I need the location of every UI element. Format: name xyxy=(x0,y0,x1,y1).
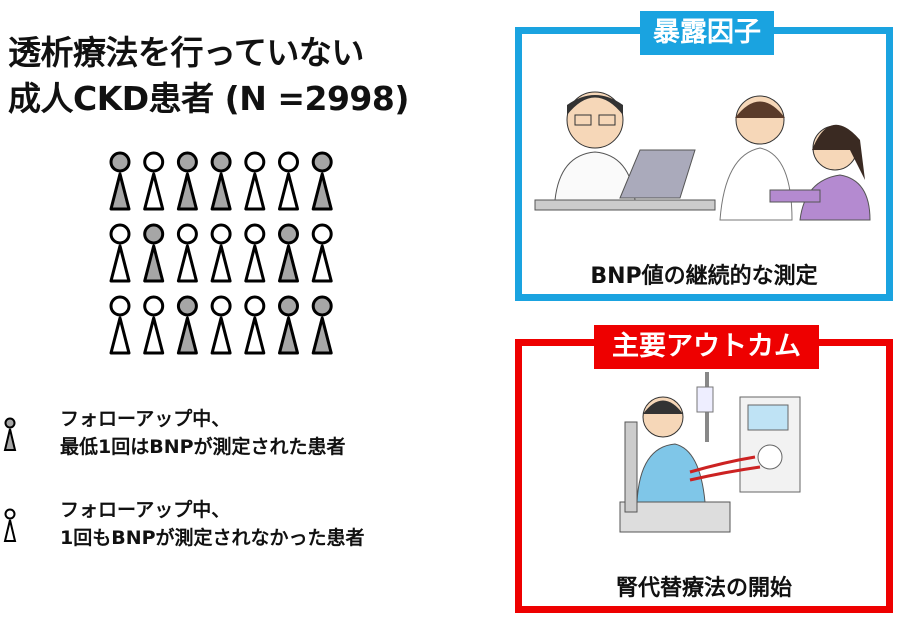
measured-patient-figure xyxy=(109,151,131,211)
outcome-caption: 腎代替療法の開始 xyxy=(615,576,792,601)
measured-patient-figure xyxy=(278,295,299,355)
page-title: 透析療法を行っていない 成人CKD患者 (N =2998) xyxy=(8,30,409,122)
measured-patient-figure xyxy=(311,295,333,355)
measured-patient-figure xyxy=(311,151,333,211)
unmeasured-patient-icon xyxy=(3,508,17,542)
unmeasured-patient-figure xyxy=(244,295,266,355)
title-line-1: 透析療法を行っていない xyxy=(8,33,364,72)
measured-patient-figure xyxy=(143,223,165,283)
measured-patient-figure xyxy=(278,223,299,283)
unmeasured-patient-figure xyxy=(210,295,232,355)
unmeasured-patient-figure xyxy=(311,223,333,283)
legend-measured: フォローアップ中、 最低1回はBNPが測定された患者 xyxy=(60,405,346,461)
unmeasured-patient-figure xyxy=(244,151,266,211)
measured-patient-icon xyxy=(3,417,17,451)
legend-measured-line1: フォローアップ中、 xyxy=(60,408,231,430)
legend-unmeasured-line1: フォローアップ中、 xyxy=(60,499,231,521)
unmeasured-patient-figure xyxy=(109,295,131,355)
legend-unmeasured-line2: 1回もBNPが測定されなかった患者 xyxy=(60,527,365,549)
unmeasured-patient-figure xyxy=(278,151,299,211)
unmeasured-patient-figure xyxy=(176,223,198,283)
doctor-and-blood-test-illustration xyxy=(534,91,871,221)
unmeasured-patient-figure xyxy=(143,295,165,355)
measured-patient-figure xyxy=(176,151,198,211)
unmeasured-patient-figure xyxy=(143,151,165,211)
exposure-caption: BNP値の継続的な測定 xyxy=(590,264,818,289)
measured-patient-figure xyxy=(210,151,232,211)
unmeasured-patient-figure xyxy=(109,223,131,283)
legend-measured-line2: 最低1回はBNPが測定された患者 xyxy=(60,436,346,458)
unmeasured-patient-figure xyxy=(210,223,232,283)
outcome-tag: 主要アウトカム xyxy=(594,325,819,369)
title-line-2: 成人CKD患者 (N =2998) xyxy=(8,79,409,118)
unmeasured-patient-figure xyxy=(244,223,266,283)
dialysis-patient-illustration xyxy=(619,372,801,533)
measured-patient-figure xyxy=(176,295,198,355)
patient-figure-grid xyxy=(109,151,333,355)
legend-unmeasured: フォローアップ中、 1回もBNPが測定されなかった患者 xyxy=(60,496,365,552)
exposure-tag: 暴露因子 xyxy=(640,11,774,55)
